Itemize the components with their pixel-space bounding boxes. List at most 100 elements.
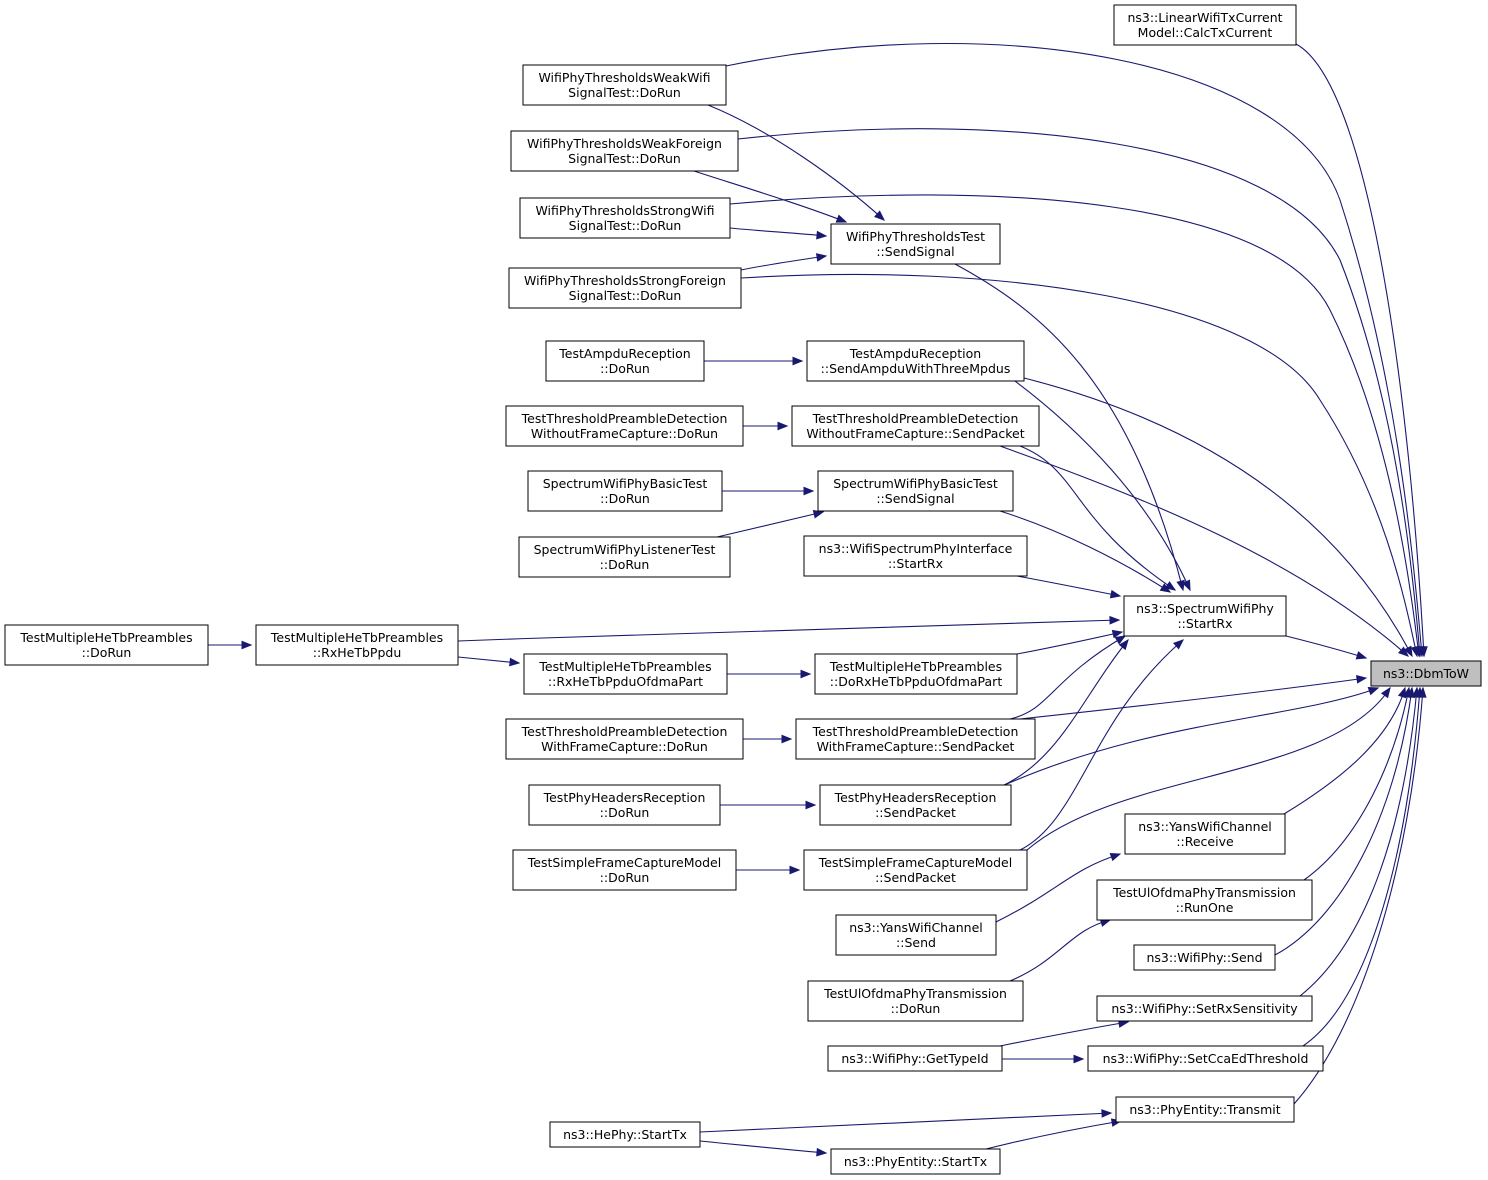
node-strongforeign[interactable]: WifiPhyThresholdsStrongForeignSignalTest… bbox=[508, 267, 742, 309]
edge-line bbox=[740, 255, 827, 271]
node-spectrumif[interactable]: ns3::WifiSpectrumPhyInterface::StartRx bbox=[803, 535, 1028, 577]
node-box[interactable] bbox=[523, 653, 728, 695]
edge-arrowhead bbox=[1114, 635, 1127, 645]
node-label-line: TestMultipleHeTbPreambles bbox=[270, 630, 443, 645]
node-mhetbrx[interactable]: TestMultipleHeTbPreambles::RxHeTbPpdu bbox=[255, 624, 459, 666]
edge-arrowhead bbox=[1101, 1109, 1113, 1118]
node-box[interactable] bbox=[1087, 1045, 1324, 1072]
node-box[interactable] bbox=[510, 130, 739, 172]
edge-mhetbdorun-to-mhetbrx bbox=[208, 640, 253, 650]
node-box[interactable] bbox=[505, 718, 744, 760]
node-strongwifi[interactable]: WifiPhyThresholdsStrongWifiSignalTest::D… bbox=[519, 197, 731, 239]
node-wofcsend[interactable]: TestThresholdPreambleDetectionWithoutFra… bbox=[791, 405, 1040, 447]
node-label-line: TestThresholdPreambleDetection bbox=[521, 724, 728, 739]
node-box[interactable] bbox=[519, 197, 731, 239]
edge-arrowhead bbox=[815, 253, 828, 262]
node-box[interactable] bbox=[835, 914, 997, 956]
node-weakforeign[interactable]: WifiPhyThresholdsWeakForeignSignalTest::… bbox=[510, 130, 739, 172]
edge-arrowhead bbox=[1159, 583, 1172, 593]
node-box[interactable] bbox=[830, 223, 1001, 265]
node-thresholdstest[interactable]: WifiPhyThresholdsTest::SendSignal bbox=[830, 223, 1001, 265]
node-basicsend[interactable]: SpectrumWifiPhyBasicTest::SendSignal bbox=[817, 470, 1014, 512]
node-phytransmit[interactable]: ns3::PhyEntity::Transmit bbox=[1115, 1096, 1295, 1123]
node-wofcdorun[interactable]: TestThresholdPreambleDetectionWithoutFra… bbox=[505, 405, 744, 447]
node-simpledorun[interactable]: TestSimpleFrameCaptureModel::DoRun bbox=[512, 849, 737, 891]
node-box[interactable] bbox=[545, 340, 705, 382]
node-yansreceive[interactable]: ns3::YansWifiChannel::Receive bbox=[1124, 813, 1286, 855]
node-box[interactable] bbox=[1096, 995, 1313, 1022]
node-wfcsend[interactable]: TestThresholdPreambleDetectionWithFrameC… bbox=[795, 718, 1036, 760]
node-box[interactable] bbox=[4, 624, 209, 666]
node-label-line: ::DoRun bbox=[891, 1001, 941, 1016]
node-headerssend[interactable]: TestPhyHeadersReception::SendPacket bbox=[819, 784, 1012, 826]
node-box[interactable] bbox=[528, 784, 721, 826]
node-yanssend[interactable]: ns3::YansWifiChannel::Send bbox=[835, 914, 997, 956]
node-uldorun[interactable]: TestUlOfdmaPhyTransmission::DoRun bbox=[807, 980, 1024, 1022]
node-mhetbdorx[interactable]: TestMultipleHeTbPreambles::DoRxHeTbPpduO… bbox=[814, 653, 1018, 695]
node-mhetbofdma[interactable]: TestMultipleHeTbPreambles::RxHeTbPpduOfd… bbox=[523, 653, 728, 695]
node-box[interactable] bbox=[1123, 595, 1287, 637]
node-box[interactable] bbox=[1113, 4, 1297, 46]
node-wfcdorun[interactable]: TestThresholdPreambleDetectionWithFrameC… bbox=[505, 718, 744, 760]
node-label-line: WifiPhyThresholdsStrongForeign bbox=[524, 273, 726, 288]
node-box[interactable] bbox=[819, 784, 1012, 826]
node-box[interactable] bbox=[505, 405, 744, 447]
node-ampdusend[interactable]: TestAmpduReception::SendAmpduWithThreeMp… bbox=[806, 340, 1025, 382]
node-spectrumstartrx[interactable]: ns3::SpectrumWifiPhy::StartRx bbox=[1123, 595, 1287, 637]
node-basicdorun[interactable]: SpectrumWifiPhyBasicTest::DoRun bbox=[527, 470, 723, 512]
node-box[interactable] bbox=[1115, 1096, 1295, 1123]
node-box[interactable] bbox=[803, 535, 1028, 577]
node-box[interactable] bbox=[807, 980, 1024, 1022]
node-label-line: ns3::WifiPhy::SetCcaEdThreshold bbox=[1103, 1051, 1309, 1066]
node-label-line: ::SendSignal bbox=[876, 491, 954, 506]
node-simplesend[interactable]: TestSimpleFrameCaptureModel::SendPacket bbox=[803, 849, 1028, 891]
node-box[interactable] bbox=[827, 1045, 1003, 1072]
node-label-line: ns3::YansWifiChannel bbox=[849, 920, 983, 935]
node-weakwifi[interactable]: WifiPhyThresholdsWeakWifiSignalTest::DoR… bbox=[522, 64, 727, 106]
node-label-line: WithoutFrameCapture::DoRun bbox=[531, 426, 718, 441]
node-box[interactable] bbox=[1370, 660, 1482, 687]
node-hephystarttx[interactable]: ns3::HePhy::StartTx bbox=[549, 1121, 701, 1148]
node-box[interactable] bbox=[791, 405, 1040, 447]
edge-arrowhead bbox=[1176, 579, 1185, 592]
node-box[interactable] bbox=[549, 1121, 701, 1148]
node-box[interactable] bbox=[1133, 944, 1276, 971]
node-label-line: ::RunOne bbox=[1176, 900, 1234, 915]
node-box[interactable] bbox=[522, 64, 727, 106]
node-box[interactable] bbox=[1124, 813, 1286, 855]
node-box[interactable] bbox=[527, 470, 723, 512]
node-label-line: ns3::PhyEntity::StartTx bbox=[844, 1154, 987, 1169]
node-listenerdorun[interactable]: SpectrumWifiPhyListenerTest::DoRun bbox=[518, 536, 731, 578]
node-label-line: ::Send bbox=[896, 935, 936, 950]
node-gettypeid[interactable]: ns3::WifiPhy::GetTypeId bbox=[827, 1045, 1003, 1072]
edge-line bbox=[1299, 687, 1418, 997]
node-setccaed[interactable]: ns3::WifiPhy::SetCcaEdThreshold bbox=[1087, 1045, 1324, 1072]
edge-headersdorun-to-headerssend bbox=[720, 800, 817, 810]
node-setrxsens[interactable]: ns3::WifiPhy::SetRxSensitivity bbox=[1096, 995, 1313, 1022]
node-ulrunone[interactable]: TestUlOfdmaPhyTransmission::RunOne bbox=[1096, 879, 1313, 921]
node-label-line: SignalTest::DoRun bbox=[568, 151, 681, 166]
node-box[interactable] bbox=[806, 340, 1025, 382]
edge-arrowhead bbox=[1355, 675, 1368, 684]
node-headersdorun[interactable]: TestPhyHeadersReception::DoRun bbox=[528, 784, 721, 826]
edge-line bbox=[985, 1120, 1122, 1150]
node-box[interactable] bbox=[830, 1148, 1001, 1175]
edge-arrowhead bbox=[1111, 629, 1124, 639]
node-mhetbdorun[interactable]: TestMultipleHeTbPreambles::DoRun bbox=[4, 624, 209, 666]
node-linearwifi[interactable]: ns3::LinearWifiTxCurrentModel::CalcTxCur… bbox=[1113, 4, 1297, 46]
node-wifiphysend[interactable]: ns3::WifiPhy::Send bbox=[1133, 944, 1276, 971]
node-dbmtow[interactable]: ns3::DbmToW bbox=[1370, 660, 1482, 687]
node-ampdudorun[interactable]: TestAmpduReception::DoRun bbox=[545, 340, 705, 382]
edge-yansreceive-to-dbmtow bbox=[1283, 686, 1407, 815]
edge-line bbox=[1009, 635, 1126, 720]
node-phystarttx[interactable]: ns3::PhyEntity::StartTx bbox=[830, 1148, 1001, 1175]
node-box[interactable] bbox=[814, 653, 1018, 695]
node-box[interactable] bbox=[803, 849, 1028, 891]
node-box[interactable] bbox=[512, 849, 737, 891]
node-box[interactable] bbox=[1096, 879, 1313, 921]
node-box[interactable] bbox=[795, 718, 1036, 760]
node-box[interactable] bbox=[508, 267, 742, 309]
node-box[interactable] bbox=[518, 536, 731, 578]
node-box[interactable] bbox=[817, 470, 1014, 512]
node-box[interactable] bbox=[255, 624, 459, 666]
